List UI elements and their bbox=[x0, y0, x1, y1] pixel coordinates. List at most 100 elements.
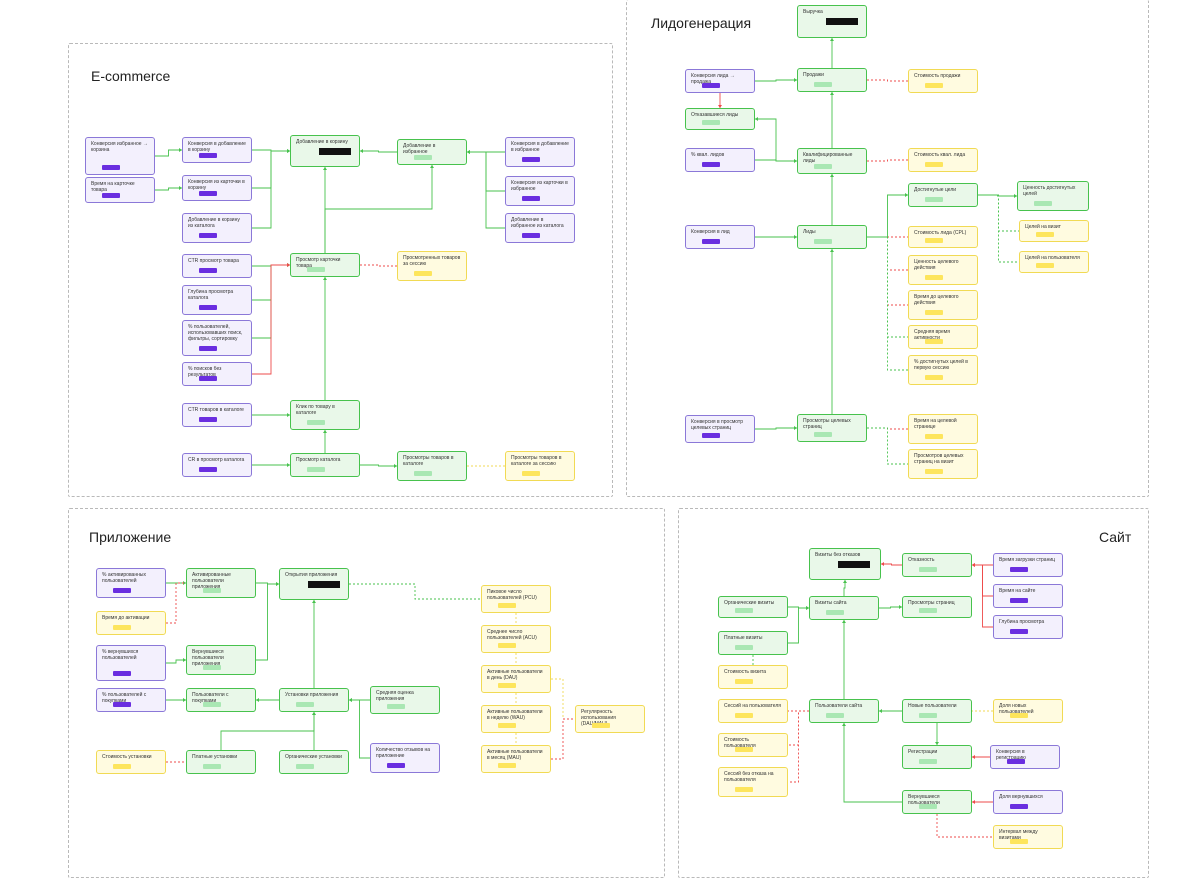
metric-node-ap-install-cost[interactable]: Стоимость установки bbox=[96, 750, 166, 774]
metric-node-st-returning-rate[interactable]: Доля вернувшихся bbox=[993, 790, 1063, 814]
panel-site: Сайт bbox=[678, 508, 1149, 878]
metric-node-st-sessions-one[interactable]: Сессий без отказа на пользователя bbox=[718, 767, 788, 797]
metric-node-st-visits[interactable]: Визиты сайта bbox=[809, 596, 879, 620]
metric-node-st-visit-cost[interactable]: Стоимость визита bbox=[718, 665, 788, 689]
metric-node-ec-pct-tools[interactable]: % пользователей, использовавших поиск, ф… bbox=[182, 320, 252, 356]
metric-node-ec-add-cart[interactable]: Добавление в корзину bbox=[290, 135, 360, 167]
metric-node-st-conv-reg[interactable]: Конверсия в регистрацию bbox=[990, 745, 1060, 769]
metric-node-lg-qual-cost[interactable]: Стоимость квал. лида bbox=[908, 148, 978, 172]
metric-node-ap-time-act[interactable]: Время до активации bbox=[96, 611, 166, 635]
metric-node-ec-fav-catalog[interactable]: Добавление в избранное из каталога bbox=[505, 213, 575, 243]
metric-node-ec-add-cart-catalog[interactable]: Добавление в корзину из каталога bbox=[182, 213, 252, 243]
metric-node-lg-goals-visit[interactable]: Целей на визит bbox=[1019, 220, 1089, 242]
metric-node-ec-conv-fav[interactable]: Конверсия в добавление в избранное bbox=[505, 137, 575, 167]
metric-node-ap-installs[interactable]: Установки приложения bbox=[279, 688, 349, 712]
metric-node-lg-lost[interactable]: Отказавшиеся лиды bbox=[685, 108, 755, 130]
metric-node-lg-target-view[interactable]: Просмотры целевых страниц bbox=[797, 414, 867, 442]
metric-node-ec-view-card[interactable]: Просмотр карточки товара bbox=[290, 253, 360, 277]
metric-node-ec-time-card[interactable]: Время на карточке товара bbox=[85, 177, 155, 203]
metric-node-lg-conv-lead[interactable]: Конверсия в лид bbox=[685, 225, 755, 249]
metric-node-ec-click[interactable]: Клик по товару в каталоге bbox=[290, 400, 360, 430]
metric-node-st-returning[interactable]: Вернувшиеся пользователи bbox=[902, 790, 972, 814]
metric-node-ap-return[interactable]: Вернувшиеся пользователи приложения bbox=[186, 645, 256, 675]
metric-node-ap-pct-active[interactable]: % активированных пользователей bbox=[96, 568, 166, 598]
metric-node-st-paid[interactable]: Платные визиты bbox=[718, 631, 788, 655]
metric-node-ec-conv-card-cart[interactable]: Конверсия из карточки в корзину bbox=[182, 175, 252, 201]
metric-node-ap-stickiness[interactable]: Регулярность использования (DAU/MAU) bbox=[575, 705, 645, 733]
metric-node-lg-reached[interactable]: Достигнутые цели bbox=[908, 183, 978, 207]
metric-label: % пользователей с покупками bbox=[102, 692, 147, 704]
metric-node-ap-acu[interactable]: Среднее число пользователей (ACU) bbox=[481, 625, 551, 653]
metric-node-ec-view-catalog[interactable]: Просмотр каталога bbox=[290, 453, 360, 477]
metric-node-ec-viewed-per[interactable]: Просмотренных товаров за сессию bbox=[397, 251, 467, 281]
metric-node-ap-buyers[interactable]: Пользователи с покупками bbox=[186, 688, 256, 712]
metric-label: Достигнутые цели bbox=[914, 187, 957, 193]
metric-node-ec-conv-cart[interactable]: Конверсия избранное → корзина bbox=[85, 137, 155, 175]
metric-node-lg-leads[interactable]: Лиды bbox=[797, 225, 867, 249]
metric-node-st-bounce[interactable]: Отказность bbox=[902, 553, 972, 577]
metric-node-lg-pct-first[interactable]: % достигнутых целей в первую сессию bbox=[908, 355, 978, 385]
metric-node-st-time-site[interactable]: Время на сайте bbox=[993, 584, 1063, 608]
metric-node-lg-cpl[interactable]: Стоимость лида (CPL) bbox=[908, 226, 978, 248]
metric-node-lg-sale-cost[interactable]: Стоимость продажи bbox=[908, 69, 978, 93]
metric-value-bar bbox=[919, 567, 937, 572]
metric-node-ec-conv-card-fav[interactable]: Конверсия из карточки в избранное bbox=[505, 176, 575, 206]
metric-node-lg-goal-value[interactable]: Ценность достигнутых целей bbox=[1017, 181, 1089, 211]
metric-node-ec-views-in-cat[interactable]: Просмотры товаров в каталоге bbox=[397, 451, 467, 481]
metric-node-ap-reviews[interactable]: Количество отзывов на приложение bbox=[370, 743, 440, 773]
metric-node-ec-cr-catalog[interactable]: CR в просмотр каталога bbox=[182, 453, 252, 477]
metric-node-ap-pct-buyers[interactable]: % пользователей с покупками bbox=[96, 688, 166, 712]
metric-node-ap-open[interactable]: Открытия приложения bbox=[279, 568, 349, 600]
metric-node-st-registrations[interactable]: Регистрации bbox=[902, 745, 972, 769]
metric-node-lg-qualified[interactable]: Квалифицированные лиды bbox=[797, 148, 867, 174]
metric-node-ap-wau[interactable]: Активные пользователи в неделю (WAU) bbox=[481, 705, 551, 733]
metric-node-lg-value-action[interactable]: Ценность целевого действия bbox=[908, 255, 978, 285]
metric-node-lg-views-target[interactable]: Просмотров целевых страниц на визит bbox=[908, 449, 978, 479]
metric-node-ap-rating[interactable]: Средняя оценка приложения bbox=[370, 686, 440, 714]
metric-node-lg-sales[interactable]: Продажи bbox=[797, 68, 867, 92]
metric-node-ec-ctr-view[interactable]: CTR просмотр товара bbox=[182, 254, 252, 278]
metric-node-st-sessions-user[interactable]: Сессий на пользователя bbox=[718, 699, 788, 723]
metric-node-st-time-page[interactable]: Время загрузки страниц bbox=[993, 553, 1063, 577]
metric-node-lg-pct-qual[interactable]: % квал. лидов bbox=[685, 148, 755, 172]
metric-node-st-users-cost[interactable]: Стоимость пользователя bbox=[718, 733, 788, 757]
metric-node-ec-pct-noresult[interactable]: % поисков без результатов bbox=[182, 362, 252, 386]
redacted-value bbox=[308, 581, 340, 588]
metric-node-st-interval[interactable]: Интервал между визитами bbox=[993, 825, 1063, 849]
metric-value-bar bbox=[702, 120, 720, 125]
metric-label: Пиковое число пользователей (PCU) bbox=[487, 589, 537, 601]
metric-node-st-org[interactable]: Органические визиты bbox=[718, 596, 788, 618]
metric-label: Просмотров целевых страниц на визит bbox=[914, 453, 964, 465]
metric-node-st-depth[interactable]: Глубина просмотра bbox=[993, 615, 1063, 639]
metric-node-lg-time-target[interactable]: Время на целевой странице bbox=[908, 414, 978, 444]
metric-node-ec-ctr-click[interactable]: CTR товаров в каталоге bbox=[182, 403, 252, 427]
metric-node-ec-views-per-session[interactable]: Просмотры товаров в каталоге за сессию bbox=[505, 451, 575, 481]
metric-node-ap-organic[interactable]: Органические установки bbox=[279, 750, 349, 774]
metric-node-st-no-bounce[interactable]: Визиты без отказов bbox=[809, 548, 881, 580]
metric-node-lg-goals-user[interactable]: Целей на пользователя bbox=[1019, 251, 1089, 273]
metric-node-ec-depth[interactable]: Глубина просмотра каталога bbox=[182, 285, 252, 315]
metric-node-lg-avg-activity[interactable]: Средняя время активности bbox=[908, 325, 978, 349]
panel-title: Сайт bbox=[1099, 529, 1132, 545]
metric-label: Стоимость пользователя bbox=[724, 737, 756, 749]
metric-node-st-pageviews[interactable]: Просмотры страниц bbox=[902, 596, 972, 618]
metric-node-st-new[interactable]: Новые пользователи bbox=[902, 699, 972, 723]
metric-node-ap-activated[interactable]: Активированные пользователи приложения bbox=[186, 568, 256, 598]
metric-value-bar bbox=[199, 467, 217, 472]
metric-label: Пользователи с покупками bbox=[192, 692, 229, 704]
metric-node-lg-time-action[interactable]: Время до целевого действия bbox=[908, 290, 978, 320]
metric-node-lg-conv-sale[interactable]: Конверсия лида → продажа bbox=[685, 69, 755, 93]
metric-label: Визиты сайта bbox=[815, 600, 847, 606]
metric-node-st-new-rate[interactable]: Доля новых пользователей bbox=[993, 699, 1063, 723]
metric-node-ap-pct-return[interactable]: % вернувшихся пользователей bbox=[96, 645, 166, 681]
metric-node-ap-mau[interactable]: Активные пользователи в месяц (MAU) bbox=[481, 745, 551, 773]
metric-node-ap-dau[interactable]: Активные пользователи в день (DAU) bbox=[481, 665, 551, 693]
metric-node-ec-conv-add-cart[interactable]: Конверсия в добавление в корзину bbox=[182, 137, 252, 163]
metric-node-lg-revenue[interactable]: Выручка bbox=[797, 5, 867, 38]
metric-node-ap-paid[interactable]: Платные установки bbox=[186, 750, 256, 774]
metric-node-lg-conv-view[interactable]: Конверсия в просмотр целевых страниц bbox=[685, 415, 755, 443]
metric-node-ec-add-fav[interactable]: Добавление в избранное bbox=[397, 139, 467, 165]
metric-node-ap-pcu[interactable]: Пиковое число пользователей (PCU) bbox=[481, 585, 551, 613]
metric-node-st-users[interactable]: Пользователи сайта bbox=[809, 699, 879, 723]
metric-value-bar bbox=[203, 764, 221, 769]
